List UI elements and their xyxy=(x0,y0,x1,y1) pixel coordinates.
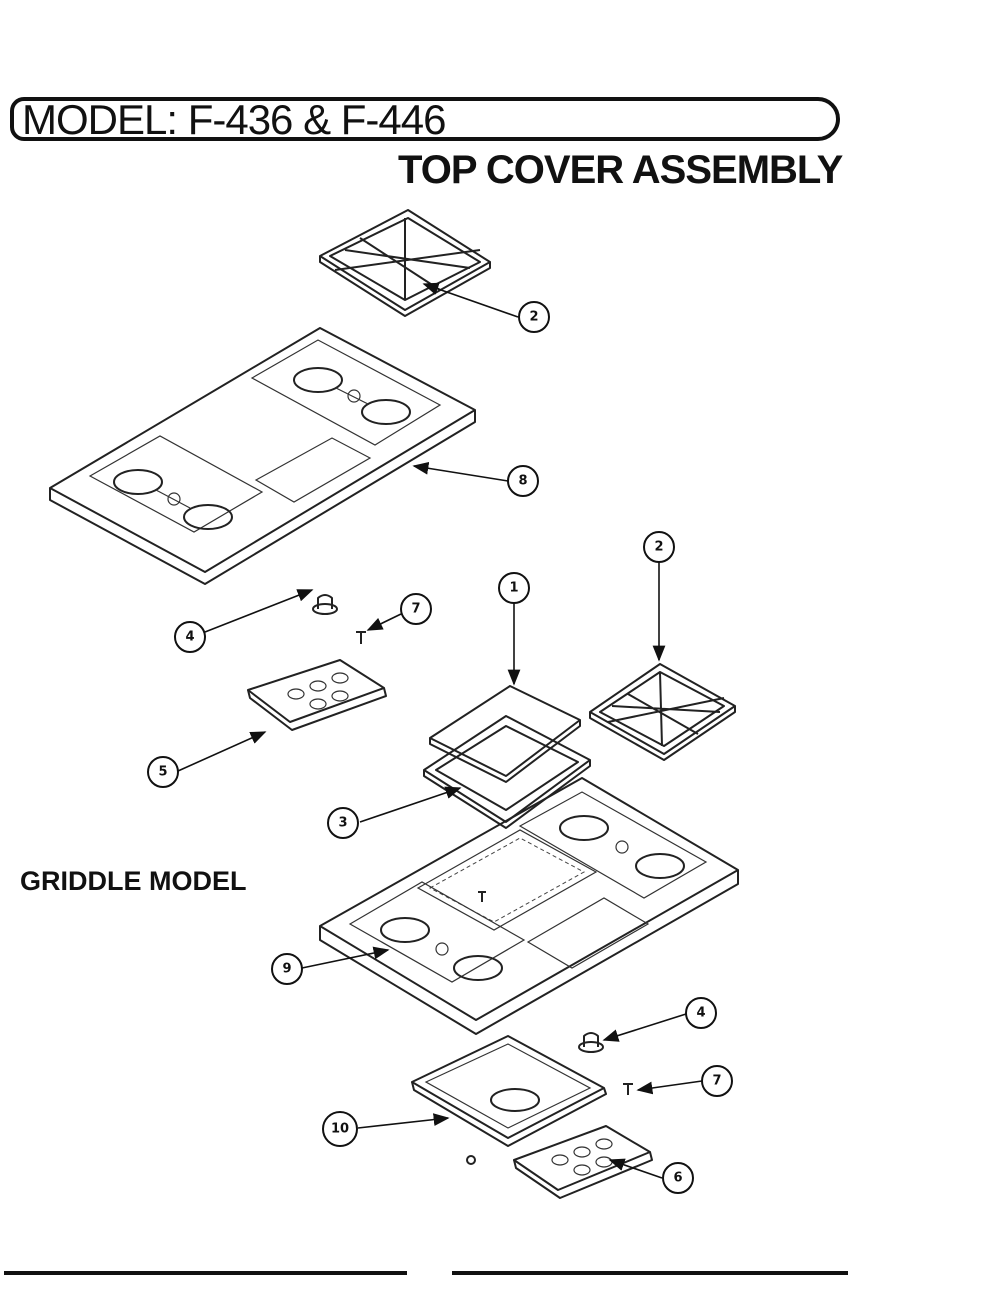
svg-text:1: 1 xyxy=(509,581,518,596)
svg-text:2: 2 xyxy=(529,310,538,325)
callout-10: 10 xyxy=(322,1111,358,1147)
grate-top-part xyxy=(319,209,491,317)
svg-text:2: 2 xyxy=(654,540,663,555)
grate-right-part xyxy=(589,663,736,761)
knob-upper-part xyxy=(312,594,338,615)
callout-2-right: 2 xyxy=(643,531,675,563)
callout-2-top: 2 xyxy=(518,301,550,333)
callout-7-upper: 7 xyxy=(400,593,432,625)
burner-plate-lower-part xyxy=(513,1125,653,1199)
screw-lower-part xyxy=(623,1083,633,1095)
griddle-model-label: GRIDDLE MODEL xyxy=(20,866,247,896)
leader-lines xyxy=(177,282,703,1179)
svg-text:8: 8 xyxy=(518,474,527,489)
griddle-plate-part xyxy=(429,685,581,783)
svg-text:4: 4 xyxy=(185,630,194,645)
griddle-frame-part xyxy=(423,715,591,829)
callout-6: 6 xyxy=(662,1162,694,1194)
footer-rule-right xyxy=(452,1271,848,1275)
griddle-burner-box-part xyxy=(411,1035,607,1147)
nut-part xyxy=(466,1155,476,1165)
burner-plate-part xyxy=(247,659,387,731)
callout-5: 5 xyxy=(147,756,179,788)
svg-text:5: 5 xyxy=(158,765,167,780)
svg-text:7: 7 xyxy=(712,1074,721,1089)
callout-7-lower: 7 xyxy=(701,1065,733,1097)
callout-4-upper: 4 xyxy=(174,621,206,653)
model-header-frame xyxy=(10,97,840,141)
svg-text:10: 10 xyxy=(331,1122,349,1137)
knob-lower-part xyxy=(578,1032,604,1053)
callout-3: 3 xyxy=(327,807,359,839)
svg-text:6: 6 xyxy=(673,1171,682,1186)
svg-text:9: 9 xyxy=(282,962,291,977)
callout-4-lower: 4 xyxy=(685,997,717,1029)
svg-text:7: 7 xyxy=(411,602,420,617)
screw-upper-part xyxy=(356,631,366,644)
diagram-title: TOP COVER ASSEMBLY xyxy=(398,148,843,192)
footer-rule-left xyxy=(4,1271,407,1275)
callout-9: 9 xyxy=(271,953,303,985)
top-cover-griddle-part xyxy=(319,777,739,1035)
svg-text:3: 3 xyxy=(338,816,347,831)
top-cover-standard-part xyxy=(49,327,476,585)
callout-1: 1 xyxy=(498,572,530,604)
callout-8: 8 xyxy=(507,465,539,497)
model-label: MODEL: F-436 & F-446 xyxy=(22,96,446,143)
svg-text:4: 4 xyxy=(696,1006,705,1021)
